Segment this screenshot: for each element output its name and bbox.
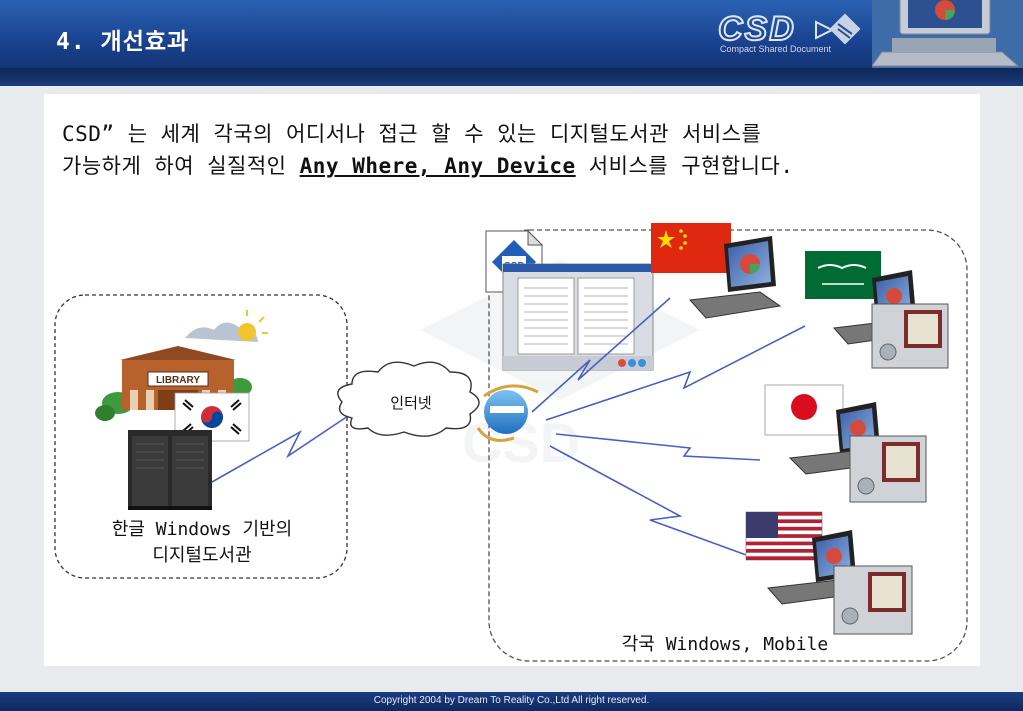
laptop-icon [688, 236, 782, 319]
japan-client [764, 384, 927, 503]
intro-line-2-suffix: 서비스를 구현합니다. [575, 154, 794, 178]
library-sign: LIBRARY [156, 375, 200, 386]
copyright-text: Copyright 2004 by Dream To Reality Co.,L… [373, 695, 650, 706]
left-label-line-2: 디지털도서관 [152, 545, 252, 566]
book-viewer-screenshot [502, 263, 654, 371]
server-icon [128, 430, 212, 510]
left-label-line-1: 한글 Windows 기반의 [111, 519, 293, 540]
links-to-clients [531, 297, 806, 561]
usa-flag-icon [745, 511, 823, 561]
right-label: 각국 Windows, Mobile [621, 634, 829, 655]
pda-icon [833, 565, 913, 635]
cloud-label: 인터넷 [390, 394, 432, 412]
page-title: 4. 개선효과 [56, 29, 190, 55]
intro-emphasis: Any Where, Any Device [299, 154, 576, 178]
pda-icon [871, 303, 949, 369]
internet-cloud-icon [337, 361, 480, 437]
header-bar: 4. 개선효과 CSD Compact Shared Document [0, 0, 1023, 68]
logo-wordmark: CSD [718, 10, 796, 48]
logo-subtitle: Compact Shared Document [720, 44, 832, 54]
china-flag-icon [651, 223, 731, 273]
intro-line-2-prefix: 가능하게 하여 실질적인 [62, 154, 300, 178]
pda-icon [849, 435, 927, 503]
intro-text: CSD” 는 세계 각국의 어디서나 접근 할 수 있는 디지털도서관 서비스를… [62, 118, 962, 182]
intro-line-2: 가능하게 하여 실질적인 Any Where, Any Device 서비스를 … [62, 150, 962, 182]
footer-bar: Copyright 2004 by Dream To Reality Co.,L… [0, 692, 1023, 711]
csd-logo: CSD Compact Shared Document [717, 10, 861, 54]
laptop-image [872, 0, 1023, 68]
remote-clients-group [488, 229, 968, 662]
local-library-group [54, 294, 348, 579]
header-band [0, 68, 1023, 86]
usa-client [745, 511, 913, 635]
china-client [651, 223, 782, 319]
internet-explorer-icon [476, 384, 539, 442]
saudi-client [805, 251, 949, 369]
saudi-flag-icon [805, 251, 881, 299]
link-server-cloud [211, 407, 361, 483]
intro-line-1: CSD” 는 세계 각국의 어디서나 접근 할 수 있는 디지털도서관 서비스를 [62, 122, 762, 146]
